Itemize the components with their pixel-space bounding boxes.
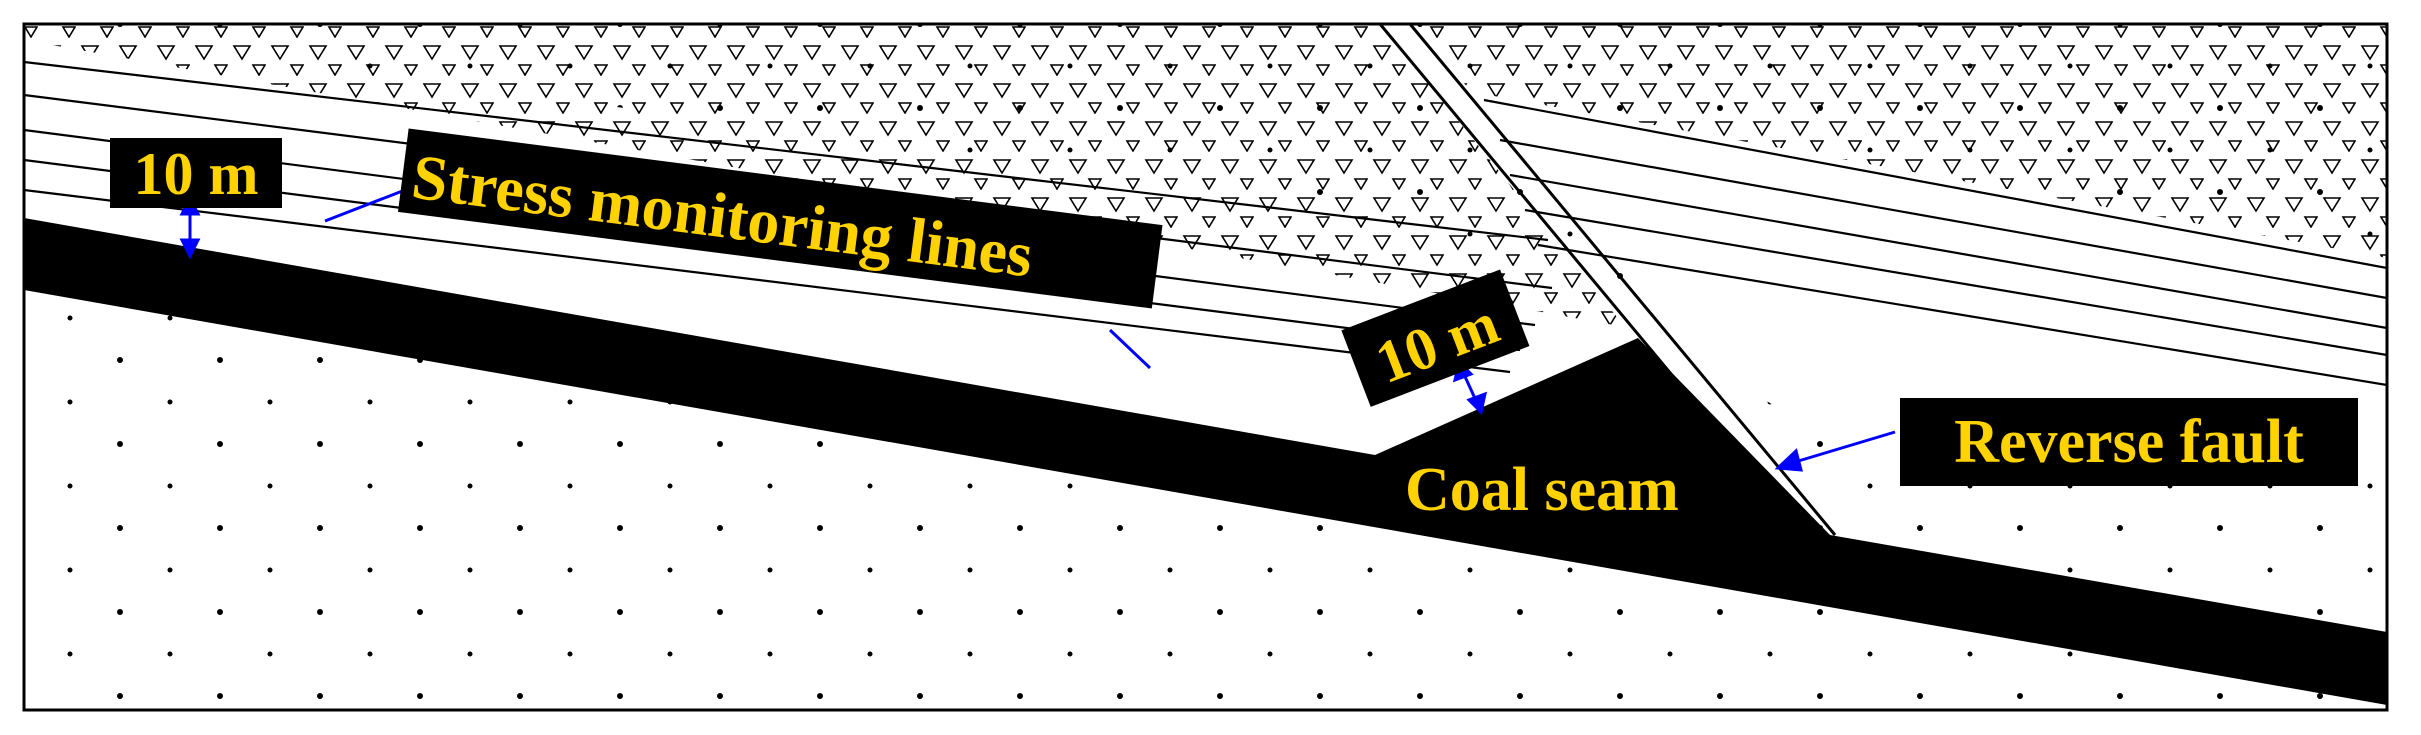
reverse-fault-label-text: Reverse fault xyxy=(1954,408,2304,476)
distance-label-left-text: 10 m xyxy=(134,141,259,207)
stress-monitoring-lines-right xyxy=(1483,98,2387,387)
reverse-fault-line xyxy=(1378,24,1837,536)
upper-rock-left xyxy=(24,24,1625,327)
coal-seam-label: Coal seam xyxy=(1405,456,1679,524)
reverse-fault-label: Reverse fault xyxy=(1900,398,2358,486)
right-strata-zone xyxy=(1480,92,2387,440)
upper-rock-right xyxy=(1410,24,2387,258)
distance-label-left: 10 m xyxy=(110,138,282,208)
diagram-frame xyxy=(22,22,2389,712)
coal-seam xyxy=(24,218,2387,705)
